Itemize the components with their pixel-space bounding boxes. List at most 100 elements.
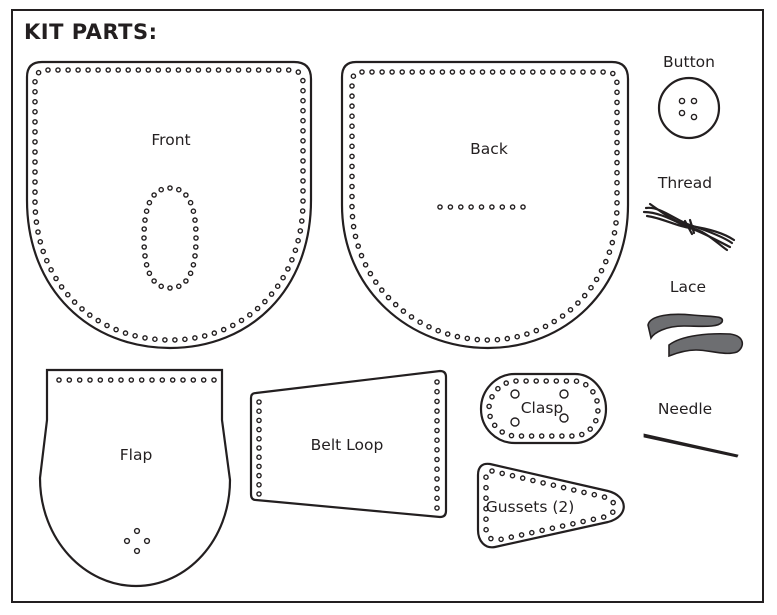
stitch-hole	[434, 379, 440, 385]
stitch-hole	[268, 291, 275, 297]
stitch-hole	[349, 93, 355, 99]
stitch-hole	[349, 173, 355, 180]
stitch-hole	[183, 192, 189, 198]
stitch-hole	[256, 445, 262, 451]
gussets-piece: Gussets (2)	[476, 462, 625, 549]
clasp-button-holes	[510, 389, 569, 427]
stitch-hole	[300, 117, 306, 124]
stitch-hole	[538, 433, 545, 439]
stitch-hole	[503, 380, 510, 386]
stitch-hole	[573, 378, 580, 385]
stitch-hole	[190, 377, 197, 383]
stitch-hole	[444, 331, 451, 337]
stitch-hole	[409, 69, 416, 75]
stitch-hole	[542, 323, 549, 330]
stitch-hole	[489, 204, 495, 210]
stitch-hole	[162, 337, 168, 343]
back-stitch-holes	[349, 69, 620, 343]
stitch-hole	[499, 429, 506, 435]
stitch-hole	[498, 536, 504, 543]
stitch-hole	[32, 149, 38, 155]
stitch-hole	[434, 398, 440, 405]
back-label: Back	[470, 140, 508, 158]
stitch-hole	[483, 516, 489, 523]
stitch-hole	[362, 261, 369, 268]
stitch-hole	[349, 143, 355, 150]
stitch-hole	[614, 79, 620, 86]
stitch-hole	[104, 322, 110, 329]
needle-label: Needle	[658, 400, 712, 418]
stitch-hole	[379, 69, 385, 75]
stitch-hole	[478, 204, 485, 210]
stitch-hole	[581, 292, 588, 299]
stitch-hole	[256, 463, 262, 470]
stitch-hole	[349, 163, 355, 170]
stitch-hole	[128, 377, 135, 383]
stitch-hole	[32, 109, 38, 115]
stitch-hole	[533, 378, 540, 384]
stitch-hole	[45, 67, 51, 73]
stitch-hole	[434, 466, 440, 473]
stitch-hole	[434, 388, 440, 395]
front-label: Front	[151, 131, 190, 149]
stitch-hole	[508, 432, 515, 439]
stitch-hole	[118, 377, 124, 383]
stitch-hole	[614, 129, 620, 136]
stitch-hole	[518, 433, 525, 439]
stitch-hole	[220, 326, 227, 333]
stitch-hole	[614, 159, 620, 166]
stitch-hole	[358, 252, 365, 259]
stitch-hole	[280, 274, 286, 281]
stitch-hole	[32, 119, 38, 125]
stitch-hole	[165, 67, 172, 73]
stitch-hole	[349, 83, 355, 89]
stitch-hole	[593, 417, 599, 424]
stitch-hole	[614, 119, 620, 126]
stitch-hole	[530, 477, 536, 484]
stitch-hole	[524, 331, 530, 337]
stitch-hole	[146, 270, 153, 277]
stitch-hole	[256, 408, 262, 415]
stitch-hole	[549, 525, 556, 532]
stitch-hole	[285, 266, 291, 272]
stitch-hole	[143, 208, 150, 214]
stitch-hole	[352, 233, 359, 240]
stitch-hole	[563, 378, 570, 384]
stitch-hole	[107, 377, 114, 383]
stitch-hole	[149, 377, 155, 383]
stitch-hole	[549, 433, 555, 439]
stitch-hole	[372, 279, 379, 285]
stitch-hole	[504, 335, 511, 342]
stitch-hole	[32, 179, 38, 185]
stitch-hole	[138, 377, 145, 383]
stitch-hole	[509, 472, 516, 479]
stitch-hole	[489, 468, 495, 474]
belt-loop-piece: Belt Loop	[249, 369, 448, 519]
stitch-hole	[613, 220, 619, 226]
stitch-hole	[183, 278, 189, 284]
stitch-hole	[606, 249, 613, 255]
stitch-hole	[142, 217, 148, 223]
stitch-hole	[571, 487, 577, 493]
stitch-hole	[256, 481, 262, 488]
stitch-hole	[155, 67, 162, 73]
stitch-hole	[567, 306, 574, 313]
stitch-hole	[256, 435, 262, 442]
stitch-hole	[499, 204, 506, 210]
stitch-hole	[519, 475, 526, 481]
stitch-hole	[175, 67, 182, 73]
stitch-hole	[32, 89, 38, 95]
front-slot-stitch-holes	[141, 185, 199, 291]
stitch-hole	[299, 208, 306, 214]
stitch-hole	[559, 523, 566, 529]
stitch-hole	[32, 139, 38, 145]
stitch-hole	[115, 67, 121, 73]
stitch-hole	[300, 168, 306, 174]
clasp-piece: Clasp	[479, 372, 608, 445]
stitch-hole	[32, 159, 38, 165]
stitch-hole	[468, 204, 474, 210]
stitch-hole	[187, 270, 194, 277]
stitch-hole	[229, 322, 236, 329]
button-item: Button	[657, 53, 721, 140]
stitch-hole	[575, 300, 581, 306]
